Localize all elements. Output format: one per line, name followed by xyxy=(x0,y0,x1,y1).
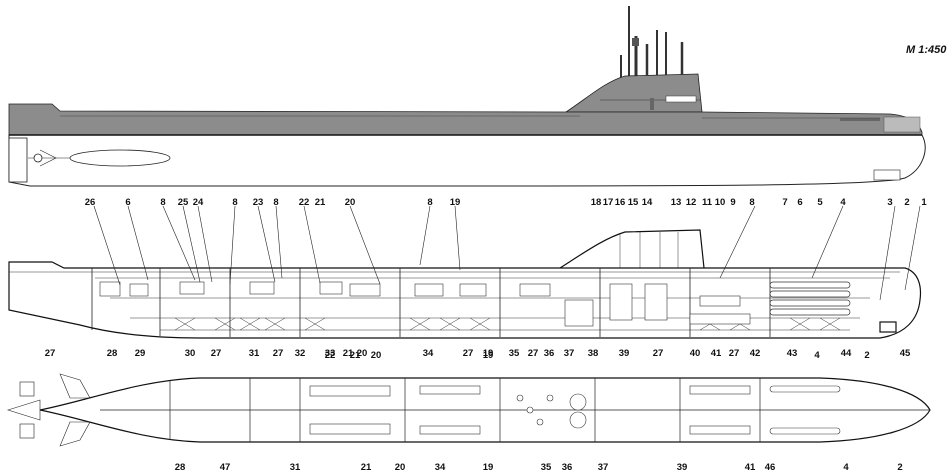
callout-number: 27 xyxy=(45,348,56,359)
callout-number: 28 xyxy=(175,462,186,473)
callout-number: 41 xyxy=(711,348,722,359)
callout-number: 34 xyxy=(423,348,434,359)
callout-number: 45 xyxy=(900,348,911,359)
callout-number: 33 xyxy=(325,348,336,359)
scale-label: М 1:450 xyxy=(906,44,947,56)
callout-number: 17 xyxy=(603,197,614,208)
callout-number: 18 xyxy=(591,197,602,208)
callout-number: 37 xyxy=(598,462,609,473)
callout-number: 14 xyxy=(642,197,653,208)
callout-number: 1 xyxy=(921,197,927,208)
upper-hull-gray xyxy=(8,103,923,136)
callout-number: 21 xyxy=(315,197,326,208)
callout-number: 24 xyxy=(193,197,204,208)
callout-number: 19 xyxy=(483,350,494,361)
callout-number: 8 xyxy=(232,197,237,208)
callout-number: 15 xyxy=(628,197,639,208)
callout-number: 27 xyxy=(729,348,740,359)
plan-view xyxy=(6,373,931,447)
callout-number: 27 xyxy=(463,348,474,359)
callout-number: 29 xyxy=(135,348,146,359)
exterior-profile xyxy=(8,6,926,187)
callout-number: 35 xyxy=(509,348,520,359)
callout-number: 2 xyxy=(864,350,869,361)
callout-number: 4 xyxy=(814,350,820,361)
callout-number: 43 xyxy=(787,348,798,359)
callout-number: 41 xyxy=(745,462,756,473)
callout-number: 25 xyxy=(178,197,189,208)
inboard-profile xyxy=(8,229,922,339)
callout-number: 34 xyxy=(435,462,446,473)
callout-number: 31 xyxy=(290,462,301,473)
callout-number: 4 xyxy=(843,462,849,473)
callout-number: 22 xyxy=(299,197,310,208)
callout-number: 5 xyxy=(817,197,823,208)
callout-number: 6 xyxy=(797,197,802,208)
callout-number: 31 xyxy=(249,348,260,359)
callout-number: 36 xyxy=(544,348,555,359)
callout-number: 20 xyxy=(395,462,406,473)
callout-number: 6 xyxy=(125,197,130,208)
callout-number: 16 xyxy=(615,197,626,208)
callout-number: 12 xyxy=(686,197,697,208)
periscope-masts xyxy=(620,6,684,80)
callout-number: 4 xyxy=(840,197,846,208)
callout-number: 36 xyxy=(562,462,573,473)
callout-number: 27 xyxy=(653,348,664,359)
conning-tower xyxy=(564,73,703,113)
callout-number: 19 xyxy=(483,348,494,359)
plan-labels-bottom: 28 47 31 21 20 34 19 35 36 37 39 41 46 4 2 xyxy=(175,462,903,473)
callout-number: 21 xyxy=(350,350,361,361)
callout-number: 39 xyxy=(619,348,630,359)
callout-number: 2 xyxy=(897,462,902,473)
callout-number: 7 xyxy=(782,197,787,208)
callout-number: 20 xyxy=(357,348,368,359)
callout-number: 27 xyxy=(211,348,222,359)
callout-number: 26 xyxy=(85,197,96,208)
callout-number: 27 xyxy=(273,348,284,359)
callout-number: 46 xyxy=(765,462,776,473)
callout-number: 30 xyxy=(185,348,196,359)
callout-number: 27 xyxy=(528,348,539,359)
callout-number: 10 xyxy=(715,197,726,208)
callout-number: 8 xyxy=(749,197,754,208)
callout-number: 44 xyxy=(841,348,852,359)
callout-number: 11 xyxy=(702,197,713,208)
callout-number: 35 xyxy=(541,462,552,473)
callout-number: 22 xyxy=(325,350,336,361)
callout-number: 21 xyxy=(361,462,372,473)
lower-hull xyxy=(8,134,926,187)
callout-number: 9 xyxy=(730,197,735,208)
callout-number: 20 xyxy=(371,350,382,361)
callout-number: 19 xyxy=(483,462,494,473)
callout-number: 23 xyxy=(253,197,264,208)
callout-number: 38 xyxy=(588,348,599,359)
callout-number: 37 xyxy=(564,348,575,359)
callout-number: 8 xyxy=(273,197,278,208)
callout-number: 19 xyxy=(450,197,461,208)
callout-number: 47 xyxy=(220,462,231,473)
callout-number: 3 xyxy=(887,197,892,208)
callout-leaders xyxy=(93,205,921,301)
callout-number: 42 xyxy=(750,348,761,359)
callout-number: 32 xyxy=(295,348,306,359)
callout-number: 40 xyxy=(690,348,701,359)
callout-number: 2 xyxy=(904,197,909,208)
callout-number: 8 xyxy=(427,197,432,208)
callout-number: 20 xyxy=(345,197,356,208)
callout-number: 21 xyxy=(343,348,354,359)
callout-number: 13 xyxy=(671,197,682,208)
callout-number: 39 xyxy=(677,462,688,473)
callout-number: 8 xyxy=(160,197,165,208)
callout-number: 28 xyxy=(107,348,118,359)
